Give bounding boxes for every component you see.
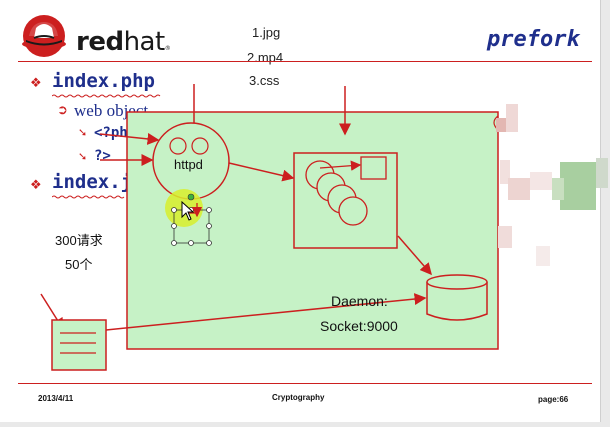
bullet-diamond-icon: ❖ (30, 75, 42, 90)
database-cylinder (426, 282, 488, 321)
bullet-index-php: index.php (52, 70, 155, 92)
sub-sub-bullet-icon-1: ➘ (78, 127, 88, 139)
note-count: 50个 (65, 257, 93, 272)
pixel-block (498, 226, 512, 248)
php-arrow-1 (99, 132, 160, 145)
footer-rule (18, 383, 592, 384)
pixel-block (496, 118, 506, 132)
mouse-pointer-icon (181, 201, 195, 221)
workers-to-db-arrow (397, 235, 432, 276)
note-requests: 300请求 (55, 233, 103, 248)
daemon-label: Daemon: (331, 293, 388, 309)
pixel-block (508, 178, 530, 200)
httpd-label: httpd (174, 157, 203, 172)
worker-to-master-arrow (319, 160, 362, 171)
logo-text-hat: hat (123, 27, 166, 57)
bullet-index-j: index.j (52, 171, 133, 193)
master-box (360, 156, 387, 180)
redhat-wordmark: redhat® (76, 27, 171, 57)
pixel-block (552, 178, 564, 200)
slide-title: prefork (487, 27, 580, 52)
header-rule (18, 61, 592, 62)
pixel-block (530, 172, 552, 190)
footer-title: Cryptography (272, 393, 325, 402)
code-open-tag: <?ph (94, 125, 128, 141)
file-item-1: 1.jpg (252, 25, 281, 40)
spellcheck-underline (52, 94, 161, 98)
document-icon (51, 319, 107, 371)
pixel-block (596, 158, 608, 188)
footer-page: page:66 (538, 395, 569, 404)
selection-handles (171, 207, 212, 246)
logo-text-red: red (76, 27, 124, 57)
doc-to-db-arrow (105, 293, 427, 331)
pixel-block (536, 246, 550, 266)
sub-bullet-arrow-icon: ➲ (57, 102, 68, 117)
pixel-block (500, 160, 510, 184)
httpd-eye-right (191, 137, 209, 155)
logo-mark: ® (164, 45, 171, 52)
rotate-handle (187, 193, 195, 201)
socket-label: Socket:9000 (320, 318, 398, 334)
bullet-diamond-icon: ❖ (30, 177, 42, 192)
architecture-diagram (40, 84, 499, 371)
spellcheck-underline (52, 195, 125, 199)
httpd-eye-left (169, 137, 187, 155)
httpd-to-workers-arrow (228, 162, 295, 182)
pixel-block (506, 104, 518, 132)
file-item-3: 3.css (249, 73, 280, 88)
redhat-logo-icon (22, 15, 66, 57)
footer-date: 2013/4/11 (38, 394, 74, 403)
sub-sub-bullet-icon-2: ➘ (78, 151, 88, 163)
pixel-block (560, 162, 596, 210)
